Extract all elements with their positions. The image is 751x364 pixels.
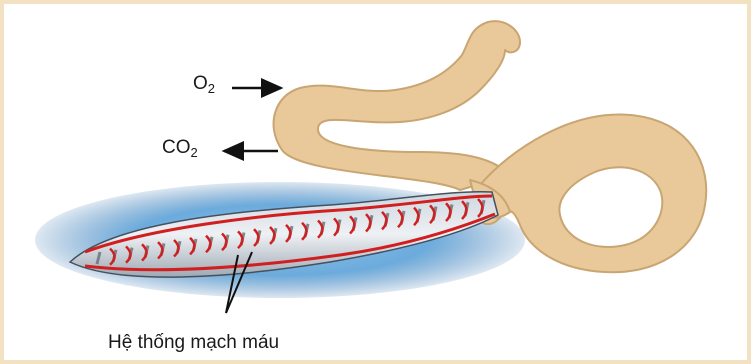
oxygen-text: O bbox=[193, 73, 208, 94]
carbon-dioxide-text: CO bbox=[162, 137, 191, 158]
oxygen-label: O2 bbox=[193, 74, 215, 93]
carbon-dioxide-label: CO2 bbox=[162, 138, 198, 157]
blood-vessel-caption: Hệ thống mạch máu bbox=[108, 333, 279, 352]
carbon-dioxide-subscript: 2 bbox=[191, 145, 198, 160]
oxygen-subscript: 2 bbox=[208, 81, 215, 96]
